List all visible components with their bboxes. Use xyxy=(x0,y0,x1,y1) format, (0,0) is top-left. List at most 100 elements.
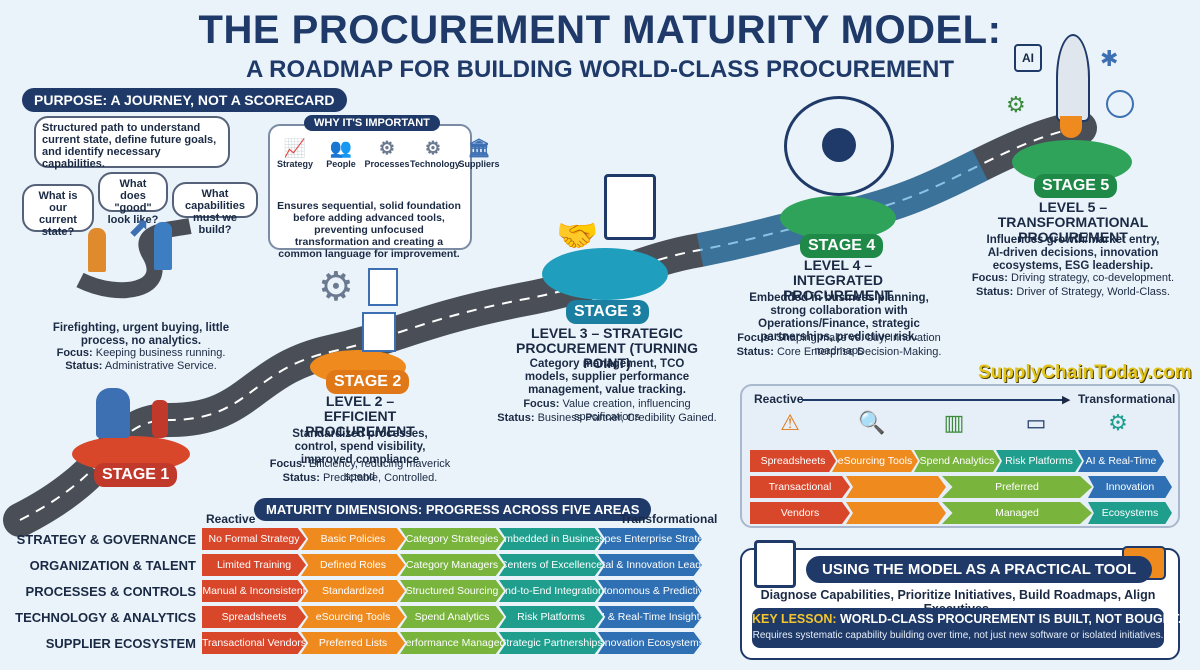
panel-row2-1: Transactional xyxy=(750,476,850,498)
rocket-flame-icon xyxy=(1060,116,1082,138)
stage5-desc: Influences growth/market entry, AI-drive… xyxy=(986,234,1160,272)
stage3-label: STAGE 3 xyxy=(566,300,650,324)
worker-icon xyxy=(96,388,130,438)
checklist-icon xyxy=(368,268,398,306)
stage4-platform xyxy=(780,196,896,240)
dimension-row: PROCESSES & CONTROLS Manual & Inconsisten… xyxy=(0,580,720,602)
stage2-focus: Focus: Efficiency, reducing maverick spe… xyxy=(269,458,451,483)
network-icon: ✱ xyxy=(1100,46,1119,71)
stage1-focus: Focus: Keeping business running. xyxy=(56,347,226,359)
dimension-cell: Performance Managed xyxy=(400,632,504,654)
panel-row2-spacer xyxy=(846,476,946,498)
handshake-icon: 🤝 xyxy=(556,217,599,255)
panel-tool-5: AI & Real-Time xyxy=(1078,450,1164,472)
panel-icons-row: ⚠ 🔍 ▥ ▭ ⚙ xyxy=(760,410,1148,436)
dimension-row-label: ORGANIZATION & TALENT xyxy=(29,557,196,573)
purpose-label: PURPOSE: A JOURNEY, NOT A SCORECARD xyxy=(22,88,347,112)
arrow-up-icon: ⬈ xyxy=(128,212,150,242)
dimension-cell: Risk Platforms xyxy=(499,606,603,628)
page-subtitle: A ROADMAP FOR BUILDING WORLD-CLASS PROCU… xyxy=(246,56,954,83)
dimension-row-label: SUPPLIER ECOSYSTEM xyxy=(45,635,196,651)
panel-tool-2: eSourcing Tools xyxy=(832,450,918,472)
panel-row3: Vendors Managed Ecosystems xyxy=(750,502,1172,524)
panel-transformational-label: Transformational xyxy=(1078,392,1176,406)
stage4-focus: Focus: Shaping make vs. buy, Innovation … xyxy=(737,332,941,357)
globe-icon xyxy=(1106,90,1134,118)
why-important-text: Ensures sequential, solid foundation bef… xyxy=(277,200,461,260)
panel-row2-3: Innovation xyxy=(1088,476,1172,498)
dimension-cell: Category Strategies xyxy=(400,528,504,550)
stage2-title: LEVEL 2 – EFFICIENT PROCUREMENT xyxy=(305,393,415,439)
ai-chip-icon: AI xyxy=(1014,44,1042,72)
dimension-cell: Preferred Lists xyxy=(301,632,405,654)
key-lesson-box xyxy=(752,608,1164,648)
dimension-cell: Transactional Vendors xyxy=(202,632,306,654)
question-capabilities: What capabilities must we build? xyxy=(172,182,258,236)
search-document-icon: 🔍 xyxy=(858,410,886,435)
panel-tool-3: Spend Analytics xyxy=(914,450,1000,472)
dimension-cell: Centers of Excellence xyxy=(499,554,603,576)
clipboard-icon xyxy=(754,540,796,588)
stage1-status: Status: Administrative Service. xyxy=(65,360,217,372)
technology-icon: ⚙Technology xyxy=(410,138,460,169)
dimension-cell: Spend Analytics xyxy=(400,606,504,628)
key-lesson-note: Requires systematic capability building … xyxy=(752,630,1164,641)
document-icon xyxy=(362,312,396,352)
stage3-status: Status: Business Partner, Credibility Ga… xyxy=(497,412,717,424)
panel-row2: Transactional Preferred Innovation xyxy=(750,476,1172,498)
dimension-cell: Defined Roles xyxy=(301,554,405,576)
dimension-cell: Standardized xyxy=(301,580,405,602)
network-hub-icon xyxy=(822,128,856,162)
network-icon xyxy=(784,96,894,196)
ai-hand-icon: ⚙ xyxy=(1108,410,1128,435)
stage3-desc: Category management, TCO models, supplie… xyxy=(524,358,690,396)
purpose-text: Structured path to understand current st… xyxy=(34,116,230,170)
stage4-label: STAGE 4 xyxy=(800,234,884,258)
stage2-label: STAGE 2 xyxy=(326,370,410,394)
dimension-cell: Manual & Inconsistent xyxy=(202,580,306,602)
supplier-building-icon: 🏛Suppliers xyxy=(458,138,500,169)
dimension-cell: eSourcing Tools xyxy=(301,606,405,628)
why-icons-row: 📈Strategy 👥People ⚙Processes ⚙Technology… xyxy=(272,138,502,169)
dimension-cell: Digital & Innovation Leaders xyxy=(598,554,702,576)
monitor-icon: ▭ xyxy=(1025,410,1047,435)
dimension-cell: Limited Training xyxy=(202,554,306,576)
stage4-desc: Embedded in business planning, strong co… xyxy=(749,292,929,343)
panel-tools-row: Spreadsheets eSourcing Tools Spend Analy… xyxy=(750,450,1164,472)
person-figure-icon xyxy=(154,222,172,270)
stage1-label: STAGE 1 xyxy=(94,463,178,487)
dimensions-transformational-label: Transformational xyxy=(620,512,718,526)
dimension-cell: End-to-End Integration xyxy=(499,580,603,602)
panel-reactive-label: Reactive xyxy=(754,392,804,406)
strategy-icon: 📈Strategy xyxy=(276,138,313,169)
people-icon: 👥People xyxy=(326,138,356,169)
dimension-row-label: PROCESSES & CONTROLS xyxy=(25,583,196,599)
person-figure-icon xyxy=(88,228,106,272)
stage1-desc: Firefighting, urgent buying, little proc… xyxy=(52,322,230,347)
dimension-cell: Category Managers xyxy=(400,554,504,576)
panel-tool-1: Spreadsheets xyxy=(750,450,836,472)
dimension-cell: Spreadsheets xyxy=(202,606,306,628)
gear-icon: ⚙Processes xyxy=(364,138,410,169)
stage2-status: Status: Predictable, Controlled. xyxy=(282,472,438,484)
dimension-cell: Structured Sourcing xyxy=(400,580,504,602)
dimensions-reactive-label: Reactive xyxy=(206,512,256,526)
dimensions-label: MATURITY DIMENSIONS: PROGRESS ACROSS FIV… xyxy=(254,498,652,521)
why-important-label: WHY IT'S IMPORTANT xyxy=(304,115,440,131)
panel-row3-spacer xyxy=(846,502,946,524)
stage2-desc: Standardized processes, control, spend v… xyxy=(292,428,428,466)
dimension-cell: Shapes Enterprise Strategy xyxy=(598,528,702,550)
dimension-cell: AI & Real-Time Insights xyxy=(598,606,702,628)
watermark: SupplyChainToday.com xyxy=(978,362,1192,383)
key-lesson: KEY LESSON: WORLD-CLASS PROCUREMENT IS B… xyxy=(752,612,1182,626)
stage4-title: LEVEL 4 – INTEGRATED PROCUREMENT xyxy=(783,257,893,303)
practical-label: USING THE MODEL AS A PRACTICAL TOOL xyxy=(806,556,1153,583)
fire-extinguisher-icon xyxy=(152,400,168,438)
question-good: What does "good" look like? xyxy=(98,172,168,226)
spreadsheet-warning-icon: ⚠ xyxy=(780,410,800,435)
stage5-label: STAGE 5 xyxy=(1034,174,1118,198)
